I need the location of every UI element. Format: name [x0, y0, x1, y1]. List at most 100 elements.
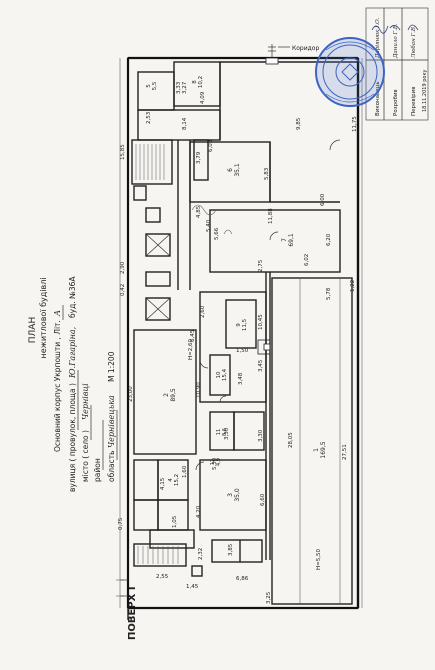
dimension: 5,83	[264, 167, 270, 180]
dimension: 3,85	[228, 543, 234, 556]
dimension: 6,86	[236, 576, 249, 582]
dimension: 11,88	[268, 208, 274, 224]
stamp-name: Даріянюк І.О.	[375, 17, 381, 59]
dimension: 3,30	[224, 427, 230, 440]
dimension: 9,85	[296, 117, 302, 130]
dimension: 2,75	[258, 259, 264, 272]
room-number: 6	[227, 168, 234, 172]
dimension: 5,40	[206, 219, 212, 232]
region-label: область	[107, 450, 116, 482]
dimension: 15,85	[120, 144, 126, 160]
room-number: 1	[313, 448, 320, 452]
room-number: 12	[210, 459, 216, 465]
dimension: 6,00	[320, 193, 326, 206]
dimension: 11,75	[352, 116, 358, 132]
dimension: 8,14	[182, 117, 188, 130]
dimension: 3,27	[182, 81, 188, 94]
room-area: 35,0	[234, 488, 241, 502]
room-area: 89,5	[170, 388, 177, 402]
official-seal	[315, 37, 385, 107]
dimension: 3,33	[176, 81, 182, 94]
building-number: буд. №36А	[68, 276, 77, 318]
stamp-name: Любан Г.В.	[410, 25, 417, 59]
plan-title: ПЛАН	[28, 317, 38, 343]
building-letter: А	[53, 310, 62, 317]
room-area: 5,5	[152, 81, 158, 90]
city-label: місто ( село )	[81, 430, 90, 482]
room-partitions	[120, 44, 358, 620]
dimension: 10,90	[196, 382, 202, 398]
approval-block: Виконавець Даріянюк І.О. Розробив Данило…	[365, 7, 429, 121]
room-number: 5	[146, 84, 152, 88]
building-label: Основний корпус Укрпошти , Літ.	[53, 320, 62, 452]
room-number: 8	[192, 80, 198, 84]
dimension: 2,60	[200, 305, 206, 318]
room-area: 69,1	[288, 233, 295, 247]
dimension: 1,50	[236, 348, 249, 354]
dimension: H=2,60	[188, 339, 194, 360]
dimension-labels: 15,85 9,85 11,75 6,03 5,83 11,88 6,00 6,…	[118, 81, 358, 604]
dimension: 2,32	[198, 548, 204, 560]
dimension: 27,51	[342, 444, 348, 460]
room-number: 3	[227, 493, 234, 497]
dimension: 4,85	[196, 205, 202, 218]
room-number: 7	[281, 238, 288, 242]
room-number: 9	[236, 323, 242, 327]
room-area: 4,9	[216, 458, 222, 466]
region-value: Чернівецька	[107, 395, 116, 448]
dimension: 5,66	[214, 227, 220, 240]
dimension: 6,20	[326, 233, 332, 246]
dimension: 10,45	[258, 314, 264, 330]
dimension: 3,30	[258, 429, 264, 442]
dimension: 6,03	[208, 139, 214, 152]
city-value: Чернівці	[81, 383, 90, 420]
stamp-role: Виконавець	[375, 81, 381, 116]
dimension: 4,09	[200, 91, 206, 104]
dimension: 1,45	[186, 584, 199, 590]
district-label: район	[93, 458, 102, 482]
room-area: 10,2	[198, 76, 204, 88]
room-labels: 1 169,5 2 89,5 3 35,0 4 15,2 5 5,5 6 35,…	[146, 76, 327, 502]
room-number: 4	[168, 478, 174, 482]
room-area: 15,2	[174, 474, 180, 486]
dimension: 3,48	[238, 372, 244, 385]
dimension: 5,78	[326, 287, 332, 300]
stamp-name: Данило Г.В.	[393, 23, 399, 59]
dimension: 3,79	[196, 151, 202, 164]
floor-label: ПОВЕРХ І	[127, 586, 138, 640]
dimension: 1,60	[182, 465, 188, 478]
dimension: 5,30	[212, 457, 218, 470]
dimension: 0,42	[120, 284, 126, 296]
dimension: 3,45	[258, 359, 264, 372]
dimension: 4,15	[160, 477, 166, 490]
room-area: 11,5	[242, 318, 248, 331]
scale-label: М 1:200	[107, 351, 116, 382]
stamp-date: 18.11.2019 року	[422, 70, 428, 112]
room-area: 15,4	[222, 368, 228, 381]
staircase-top	[131, 139, 173, 185]
stamp-role: Розробив	[393, 89, 399, 116]
dimension: 2,55	[156, 574, 169, 580]
room-number: 2	[163, 393, 170, 397]
room-area: 35,1	[234, 163, 241, 177]
dimension: 6,02	[304, 254, 310, 266]
plan-subtitle: нежитлової будівлі	[39, 277, 48, 358]
room-area: 169,5	[320, 441, 327, 458]
dimension: 1,22	[350, 280, 356, 292]
dimension: 1,05	[172, 515, 178, 528]
dimension: 4,20	[196, 505, 202, 518]
dimension-lines	[116, 58, 363, 608]
room-area: 8,6	[222, 428, 228, 436]
dimension: 6,45	[190, 329, 196, 342]
dimension: 0,75	[118, 517, 124, 530]
dimension: 3,25	[266, 591, 272, 604]
dimension: 2,90	[120, 261, 126, 274]
street-value: Ю.Гагаріна,	[68, 327, 77, 379]
room-number: 11	[216, 429, 222, 435]
street-label: вулиця ( провулок, площа )	[68, 383, 77, 492]
dimension: 2,53	[146, 111, 152, 124]
staircase-bottom	[133, 543, 187, 567]
dimension: 28,05	[288, 432, 294, 448]
